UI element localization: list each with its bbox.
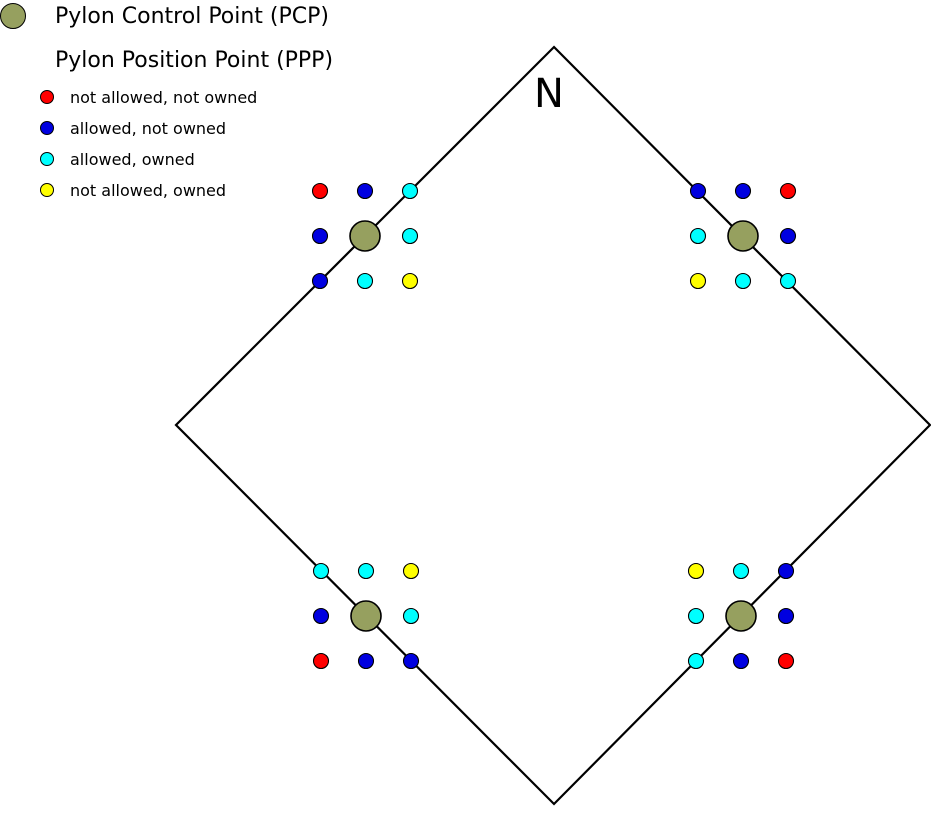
ppp-dot-cyan bbox=[357, 562, 375, 580]
ppp-dot-cyan bbox=[401, 182, 419, 200]
legend-item-label: allowed, owned bbox=[70, 149, 195, 169]
ppp-dot-blue bbox=[777, 562, 795, 580]
ppp-dot-cyan bbox=[687, 652, 705, 670]
pcp-circle-southwest bbox=[350, 600, 382, 632]
yellow-dot-icon bbox=[40, 183, 54, 197]
ppp-dot-cyan bbox=[779, 272, 797, 290]
legend-item-blue: allowed, not owned bbox=[40, 117, 380, 139]
ppp-dot-blue bbox=[402, 652, 420, 670]
legend-item-label: allowed, not owned bbox=[70, 118, 227, 138]
legend-item-red: not allowed, not owned bbox=[40, 86, 380, 108]
ppp-dot-blue bbox=[777, 607, 795, 625]
legend-pcp-row: Pylon Control Point (PCP) bbox=[0, 3, 380, 29]
ppp-dot-blue bbox=[734, 182, 752, 200]
ppp-dot-red bbox=[779, 182, 797, 200]
ppp-dot-blue bbox=[357, 652, 375, 670]
ppp-dot-cyan bbox=[402, 607, 420, 625]
ppp-dot-blue bbox=[311, 227, 329, 245]
legend-item-label: not allowed, owned bbox=[70, 180, 227, 200]
legend: Pylon Control Point (PCP) Pylon Position… bbox=[0, 0, 380, 210]
pcp-circle-southeast bbox=[725, 600, 757, 632]
legend-item-yellow: not allowed, owned bbox=[40, 179, 380, 201]
ppp-dot-blue bbox=[311, 272, 329, 290]
cyan-dot-icon bbox=[40, 152, 54, 166]
pylon-northwest bbox=[311, 182, 419, 290]
course-diamond-outline bbox=[174, 45, 931, 806]
ppp-dot-cyan bbox=[687, 607, 705, 625]
ppp-dot-red bbox=[312, 652, 330, 670]
pylon-northeast bbox=[689, 182, 797, 290]
ppp-dot-blue bbox=[732, 652, 750, 670]
ppp-dot-yellow bbox=[689, 272, 707, 290]
ppp-dot-cyan bbox=[732, 562, 750, 580]
ppp-dot-cyan bbox=[734, 272, 752, 290]
north-label: N bbox=[534, 71, 564, 117]
legend-pcp-swatch-icon bbox=[0, 3, 26, 29]
legend-item-label: not allowed, not owned bbox=[70, 87, 258, 107]
pylon-southwest bbox=[312, 562, 420, 670]
pcp-circle-northwest bbox=[349, 220, 381, 252]
ppp-dot-red bbox=[311, 182, 329, 200]
red-dot-icon bbox=[40, 90, 54, 104]
pcp-circle-northeast bbox=[727, 220, 759, 252]
ppp-dot-yellow bbox=[687, 562, 705, 580]
ppp-dot-cyan bbox=[689, 227, 707, 245]
ppp-dot-blue bbox=[356, 182, 374, 200]
ppp-dot-blue bbox=[312, 607, 330, 625]
ppp-dot-cyan bbox=[312, 562, 330, 580]
legend-items: not allowed, not owned allowed, not owne… bbox=[0, 86, 380, 201]
ppp-dot-yellow bbox=[402, 562, 420, 580]
ppp-dot-cyan bbox=[356, 272, 374, 290]
blue-dot-icon bbox=[40, 121, 54, 135]
ppp-dot-blue bbox=[779, 227, 797, 245]
ppp-dot-red bbox=[777, 652, 795, 670]
pylon-southeast bbox=[687, 562, 795, 670]
ppp-dot-yellow bbox=[401, 272, 419, 290]
legend-ppp-title: Pylon Position Point (PPP) bbox=[55, 48, 334, 73]
legend-ppp-row: Pylon Position Point (PPP) bbox=[55, 48, 380, 73]
ppp-dot-blue bbox=[689, 182, 707, 200]
legend-item-cyan: allowed, owned bbox=[40, 148, 380, 170]
legend-pcp-title: Pylon Control Point (PCP) bbox=[55, 3, 329, 29]
ppp-dot-cyan bbox=[401, 227, 419, 245]
